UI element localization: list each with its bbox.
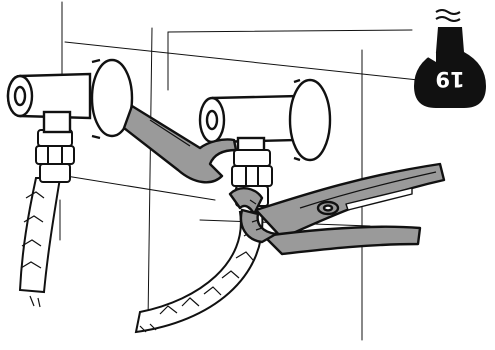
- wrench-size-badge: 19: [414, 10, 486, 108]
- wrench-size-label: 19: [435, 67, 464, 91]
- left-angle-valve: [8, 60, 132, 138]
- left-hose: [20, 178, 60, 307]
- wrench-size-icon: [414, 10, 486, 108]
- left-hose-nut: [36, 130, 74, 182]
